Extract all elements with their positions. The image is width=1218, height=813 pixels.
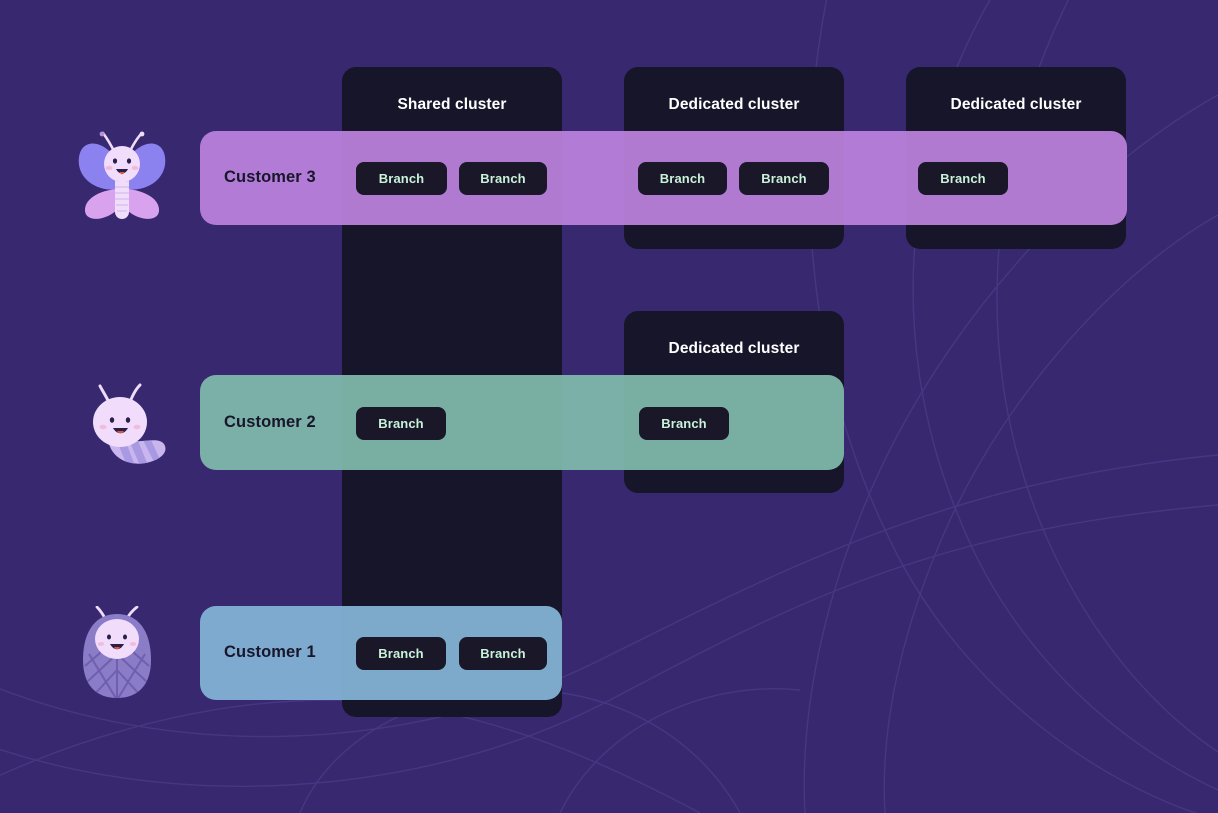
branch-chip[interactable]: Branch [356, 406, 446, 440]
branch-chip[interactable]: Branch [638, 162, 727, 195]
branch-chip[interactable]: Branch [356, 162, 447, 195]
cluster-title: Dedicated cluster [668, 96, 800, 113]
cluster-title: Dedicated cluster [950, 96, 1082, 113]
cluster-title: Dedicated cluster [668, 340, 800, 357]
branch-chip[interactable]: Branch [639, 406, 729, 440]
cocoon-icon [79, 605, 155, 700]
branch-chip[interactable]: Branch [459, 637, 547, 670]
branch-chip[interactable]: Branch [739, 162, 829, 195]
butterfly-icon [76, 131, 168, 223]
branch-chip[interactable]: Branch [356, 637, 446, 670]
cluster-title: Shared cluster [397, 96, 507, 113]
customer-label-customer-2: Customer 2 [224, 412, 316, 431]
customer-label-customer-1: Customer 1 [224, 643, 316, 661]
branch-chip[interactable]: Branch [459, 162, 547, 195]
customer-band-customer-2[interactable] [200, 375, 844, 470]
branch-chip[interactable]: Branch [918, 162, 1008, 195]
caterpillar-icon [78, 382, 170, 468]
customer-label-customer-3: Customer 3 [224, 168, 316, 186]
